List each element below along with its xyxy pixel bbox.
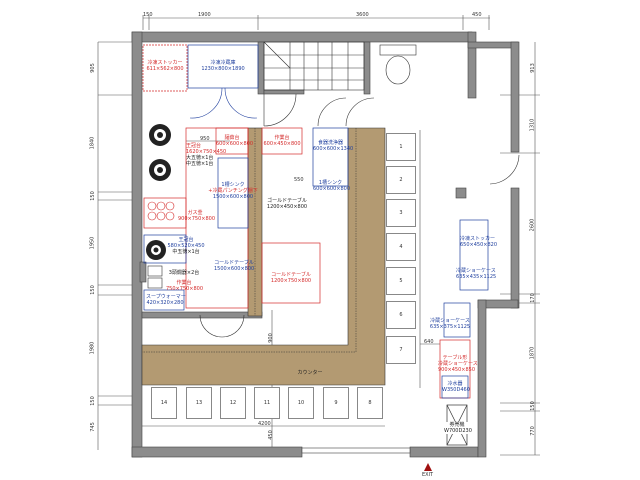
seat[interactable]: 2 <box>386 166 416 194</box>
seat[interactable]: 6 <box>386 301 416 329</box>
fridge-door-swings <box>189 87 258 119</box>
entrance-glass <box>301 447 411 454</box>
equipment-label: 3頭燗器×2台 <box>168 270 200 276</box>
dimension-text: 550 <box>294 177 304 183</box>
rice-cooker-icons <box>147 201 175 221</box>
dimension-text: 1840 <box>89 136 96 150</box>
toilet <box>379 44 417 85</box>
dimension-text: 1900 <box>198 12 211 18</box>
dimension-text: 905 <box>89 63 96 73</box>
warmer-icons <box>147 265 163 289</box>
walls <box>131 31 520 458</box>
seat[interactable]: 12 <box>220 387 246 419</box>
dimension-text: 1980 <box>89 341 96 355</box>
counter-label: カウンター <box>297 370 323 376</box>
dimension-text: 450 <box>267 430 274 440</box>
stairs <box>263 41 365 91</box>
dimension-text: 770 <box>529 426 536 436</box>
counter <box>141 127 386 386</box>
seat[interactable]: 1 <box>386 133 416 161</box>
seat[interactable]: 4 <box>386 233 416 261</box>
seat[interactable]: 8 <box>357 387 383 419</box>
dimension-text: 150 <box>143 12 153 18</box>
dimension-text: 900 <box>267 333 274 343</box>
seat[interactable]: 5 <box>386 267 416 295</box>
dimension-text: 913 <box>529 63 536 73</box>
dimension-text: 950 <box>200 136 210 142</box>
seat[interactable]: 3 <box>386 199 416 227</box>
dimension-text: 1870 <box>529 346 536 360</box>
dimension-text: 150 <box>89 191 96 201</box>
dimension-text: 4200 <box>258 421 271 427</box>
seat[interactable]: 13 <box>186 387 212 419</box>
dimension-text: 450 <box>472 12 482 18</box>
dimension-text: 2600 <box>529 218 536 232</box>
seat[interactable]: 7 <box>386 336 416 364</box>
seat[interactable]: 9 <box>323 387 349 419</box>
dimension-text: 1950 <box>89 236 96 250</box>
exit-label: EXIT <box>422 472 434 478</box>
dimension-text: 745 <box>89 422 96 432</box>
burner-icons <box>146 124 171 260</box>
exit-arrow-icon <box>424 463 432 471</box>
dimension-text: 150 <box>89 396 96 406</box>
dimension-text: 150 <box>529 401 536 411</box>
seat[interactable]: 10 <box>288 387 314 419</box>
door-swings <box>199 93 520 338</box>
dimension-text: 170 <box>529 293 536 303</box>
dimension-text: 640 <box>424 339 434 345</box>
dimension-text: 3600 <box>356 12 369 18</box>
seat[interactable]: 11 <box>254 387 280 419</box>
dimension-text: 1310 <box>529 118 536 132</box>
seat[interactable]: 14 <box>151 387 177 419</box>
dimension-text: 150 <box>89 285 96 295</box>
